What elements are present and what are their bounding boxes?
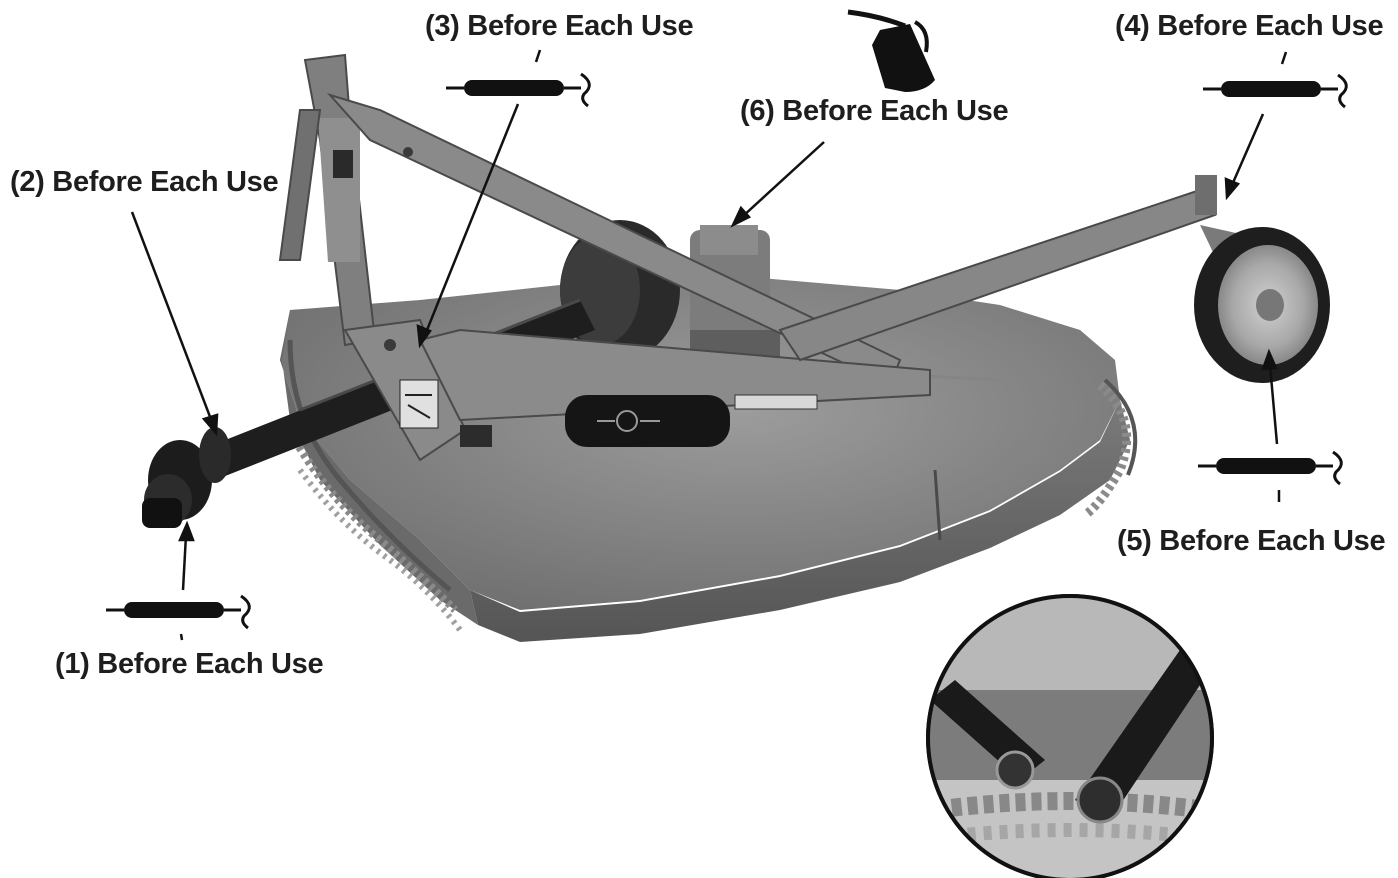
callout-label-4: (4) Before Each Use xyxy=(1115,10,1384,42)
grease-gun-icon xyxy=(446,72,591,108)
manual-canister xyxy=(565,395,730,447)
hitch-frame xyxy=(278,53,931,462)
callout-label-3: (3) Before Each Use xyxy=(425,10,694,42)
callout-label-1: (1) Before Each Use xyxy=(55,648,324,680)
tail-wheel-assembly xyxy=(778,175,1330,383)
callout-label-6: (6) Before Each Use xyxy=(740,95,1009,127)
blade-detail-inset xyxy=(926,594,1214,878)
callout-label-2: (2) Before Each Use xyxy=(10,166,279,198)
chain-guard-right xyxy=(1082,378,1138,519)
grease-gun-icon xyxy=(1203,73,1348,109)
grease-gun-icon xyxy=(1198,450,1343,486)
oil-can-icon xyxy=(847,9,935,92)
chain-guard-left xyxy=(287,339,463,632)
callout-label-5: (5) Before Each Use xyxy=(1117,525,1386,557)
grease-gun-icon xyxy=(106,594,251,630)
leader-lines xyxy=(130,49,1288,641)
